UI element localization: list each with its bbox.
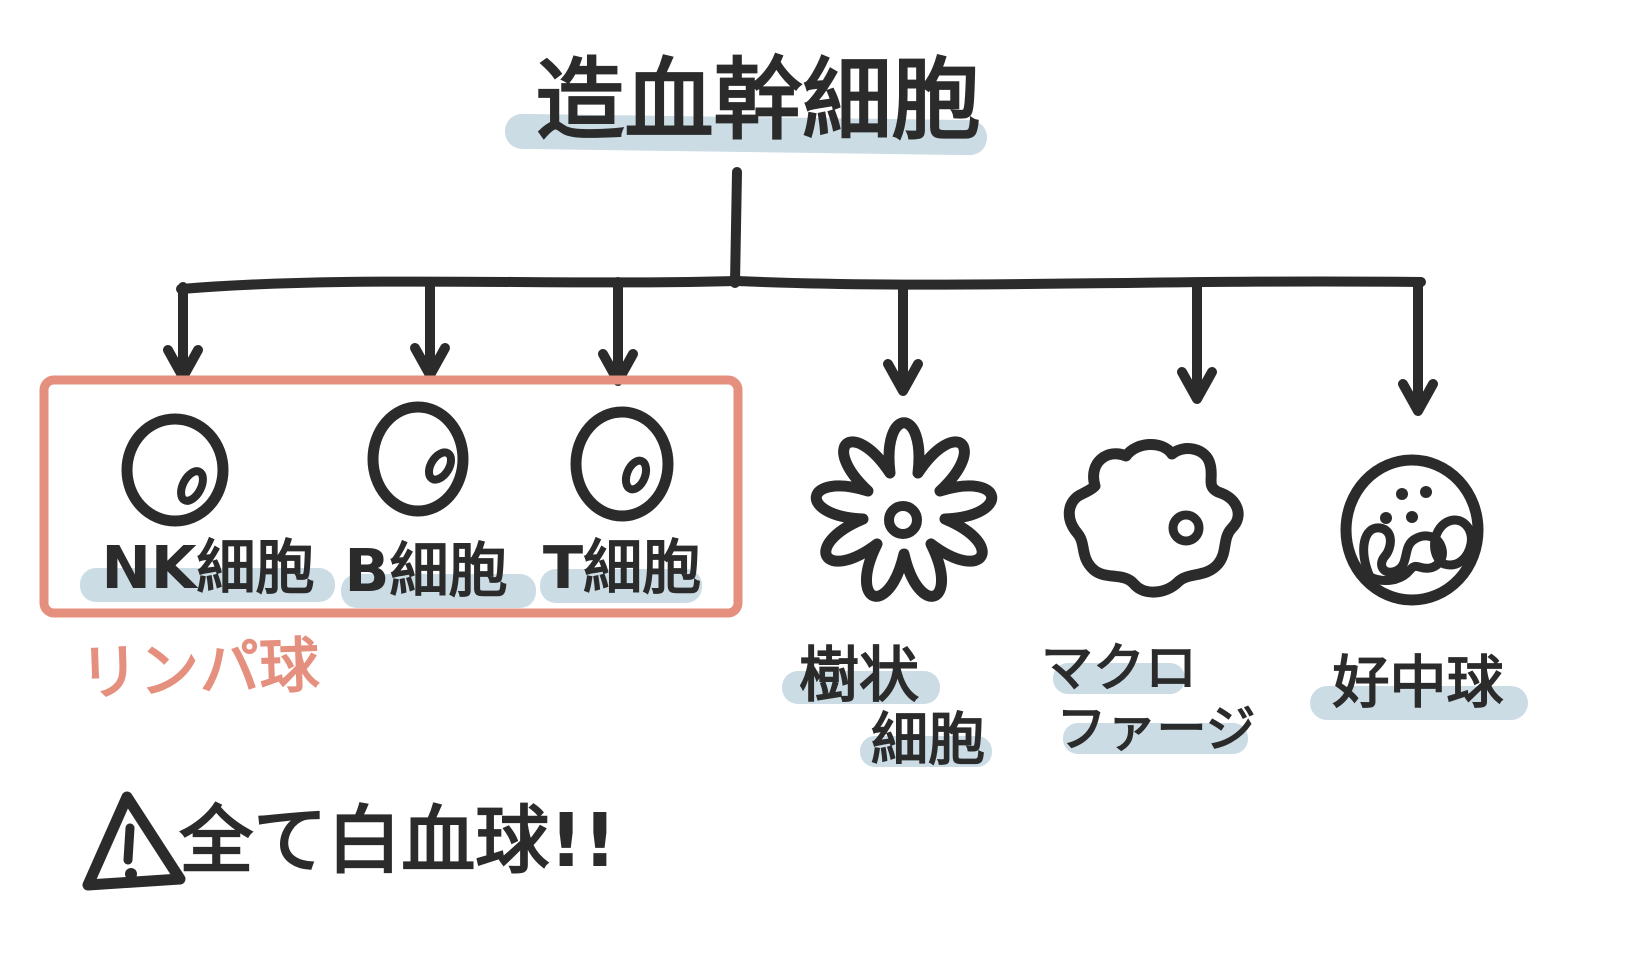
dendritic-cell-label-line1: 樹状 [799,641,920,711]
branch-arrow-nk [163,282,203,382]
dendritic-label2-highlight [860,736,992,767]
warning-icon [82,791,186,891]
branch-arrow-neutrophil [1398,277,1438,416]
root-node: 造血幹細胞 [505,48,987,156]
nk-cell-label-highlight [80,568,335,602]
dendritic-label1-highlight [782,671,940,704]
title-highlight [505,113,987,156]
nk-cell-label: NK細胞 [101,533,314,602]
branch-arrow-macrophage [1177,278,1217,404]
tree-stem [730,167,742,288]
dendritic-cell: 樹状 細胞 [782,417,998,773]
macrophage-label2-highlight [1063,723,1248,754]
macrophage-icon [1063,439,1244,598]
branch-arrow-t [598,277,638,386]
macrophage-label1-highlight [1053,663,1185,694]
branch-arrow-b [410,278,450,380]
lymphocyte-group: NK細胞 B細胞 T細胞 リンパ球 [39,375,743,709]
warning-note: 全て白血球!! [82,791,617,891]
neutrophil: 好中球 [1310,454,1528,720]
macrophage-label-line2: ファージ [1057,700,1256,758]
page-title: 造血幹細胞 [536,48,981,152]
macrophage-label-line1: マクロ [1041,639,1197,699]
neutrophil-label-highlight [1310,686,1528,720]
nk-cell-icon [121,413,229,527]
macrophage: マクロ ファージ [1041,439,1256,758]
lymphocyte-group-box [39,375,743,618]
b-cell-label: B細胞 [345,536,508,605]
tree-branch-line [176,276,1426,294]
t-cell-label-highlight [540,569,702,603]
dendritic-cell-label-line2: 細胞 [871,707,985,773]
t-cell-label: T細胞 [543,533,701,602]
note-label: 全て白血球!! [178,798,617,884]
branch-arrow-dendritic [883,280,923,396]
b-cell-label-highlight [341,574,536,608]
dendritic-cell-icon [810,417,998,602]
lineage-tree [163,167,1438,416]
b-cell-icon [367,401,469,517]
neutrophil-label: 好中球 [1332,650,1505,716]
t-cell-icon [570,406,674,522]
neutrophil-icon [1340,454,1484,606]
lymphocyte-group-label: リンパ球 [78,631,321,709]
